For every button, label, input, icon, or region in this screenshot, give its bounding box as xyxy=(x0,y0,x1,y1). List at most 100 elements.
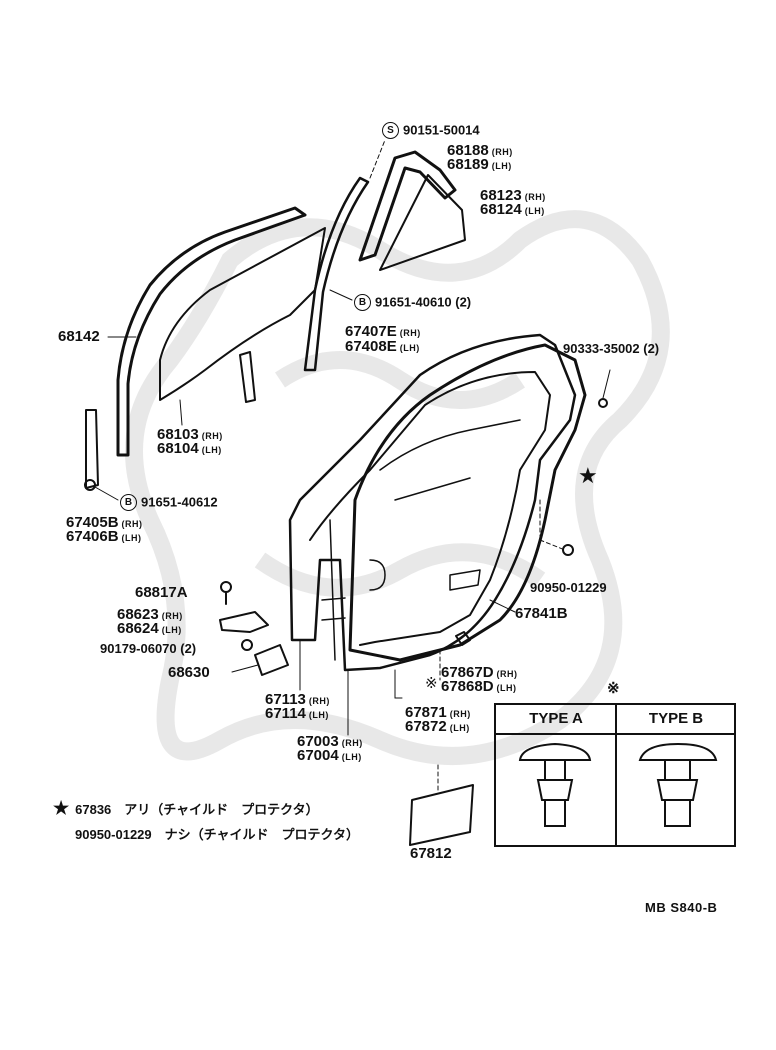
part-label-68188[interactable]: 68188(RH) xyxy=(447,143,513,160)
side-tag: (RH) xyxy=(121,519,143,529)
diagram-reference-code: MB S840-B xyxy=(645,900,718,915)
footnote-child-protector-with: ★ 67836 アリ（チャイルド プロテクタ） xyxy=(53,798,319,819)
bolt-indicator-icon: B xyxy=(120,494,137,511)
part-label-68142[interactable]: 68142 xyxy=(58,329,100,344)
bumper-stop[interactable] xyxy=(220,581,232,593)
part-number: 67113 xyxy=(265,691,306,708)
part-number: 67867D xyxy=(441,664,494,681)
part-label-90333-35002[interactable]: 90333-35002 (2) xyxy=(563,342,659,356)
part-number: 68624 xyxy=(117,620,159,637)
side-tag: (LH) xyxy=(121,533,142,543)
part-number: 68817A xyxy=(135,584,188,601)
part-label-67114[interactable]: 67114(LH) xyxy=(265,706,329,723)
part-label-67841B[interactable]: 67841B xyxy=(515,606,568,621)
star-icon: ★ xyxy=(53,798,70,818)
part-label-68624[interactable]: 68624(LH) xyxy=(117,621,182,638)
part-label-67812[interactable]: 67812 xyxy=(410,846,452,861)
part-label-67868D[interactable]: 67868D(LH) xyxy=(441,679,517,696)
part-number: 90151-50014 xyxy=(403,122,480,138)
side-tag: (RH) xyxy=(491,147,513,157)
part-label-67872[interactable]: 67872(LH) xyxy=(405,719,470,736)
part-label-68104[interactable]: 68104(LH) xyxy=(157,441,222,458)
clip-type-a-header: TYPE A xyxy=(496,705,616,735)
part-label-67408E[interactable]: 67408E(LH) xyxy=(345,339,420,356)
part-number: 67868D xyxy=(441,678,494,695)
part-number: 90950-01229 xyxy=(530,580,607,595)
quarter-run[interactable] xyxy=(358,150,457,262)
part-label-68630[interactable]: 68630 xyxy=(168,665,210,680)
door-pad[interactable] xyxy=(409,784,474,846)
door-check[interactable] xyxy=(219,611,269,633)
part-number: 67406B xyxy=(66,528,119,545)
clip-type-b-column: TYPE B xyxy=(616,705,736,845)
part-label-90179-06070[interactable]: 90179-06070 (2) xyxy=(100,642,196,656)
door-weatherstrip[interactable] xyxy=(348,343,587,662)
service-plug[interactable] xyxy=(562,544,574,556)
part-number: 68189 xyxy=(447,156,489,173)
side-tag: (RH) xyxy=(341,738,363,748)
part-number: 67003 xyxy=(297,733,339,750)
side-tag: (LH) xyxy=(449,723,470,733)
part-number: 68188 xyxy=(447,142,489,159)
side-tag: (LH) xyxy=(341,752,362,762)
quarter-glass[interactable] xyxy=(379,174,466,271)
part-label-67405B[interactable]: 67405B(RH) xyxy=(66,515,143,532)
side-tag: (LH) xyxy=(201,445,222,455)
part-label-67113[interactable]: 67113(RH) xyxy=(265,692,330,709)
clip-type-table: TYPE A TYPE B xyxy=(494,703,736,847)
part-label-90950-01229[interactable]: 90950-01229 xyxy=(530,581,607,595)
part-label-67407E[interactable]: 67407E(RH) xyxy=(345,324,421,341)
door-glass[interactable] xyxy=(159,227,326,401)
part-number: 68623 xyxy=(117,606,159,623)
part-label-68123[interactable]: 68123(RH) xyxy=(480,188,546,205)
screw-indicator-icon: S xyxy=(382,122,399,139)
side-tag: (LH) xyxy=(491,161,512,171)
center-frame[interactable] xyxy=(303,176,370,372)
footnote-child-protector-without: 90950-01229 ナシ（チャイルド プロテクタ） xyxy=(75,824,359,843)
part-number: 91651-40612 xyxy=(141,494,218,510)
part-label-67871[interactable]: 67871(RH) xyxy=(405,705,471,722)
clip-type-b-header: TYPE B xyxy=(616,705,736,735)
part-number: 68123 xyxy=(480,187,522,204)
part-number: 68104 xyxy=(157,440,199,457)
part-number: 67812 xyxy=(410,845,452,862)
part-label-67003[interactable]: 67003(RH) xyxy=(297,734,363,751)
part-number: 91651-40610 (2) xyxy=(375,294,472,310)
part-label-68124[interactable]: 68124(LH) xyxy=(480,202,545,219)
door-hinge[interactable] xyxy=(254,644,289,676)
part-number: 67872 xyxy=(405,718,447,735)
part-number: 68103 xyxy=(157,426,199,443)
side-tag: (RH) xyxy=(524,192,546,202)
side-tag: (LH) xyxy=(524,206,545,216)
door-panel[interactable] xyxy=(288,333,577,672)
footnote-text: 90950-01229 ナシ（チャイルド プロテクタ） xyxy=(75,827,359,842)
side-tag: (RH) xyxy=(161,611,183,621)
clip-type-b-drawing xyxy=(638,742,718,827)
side-tag: (LH) xyxy=(308,710,329,720)
part-label-68103[interactable]: 68103(RH) xyxy=(157,427,223,444)
glass-run-channel[interactable] xyxy=(116,206,307,457)
side-tag: (LH) xyxy=(161,625,182,635)
side-tag: (RH) xyxy=(496,669,518,679)
part-label-68817A[interactable]: 68817A xyxy=(135,585,188,600)
clip-marker: ※ xyxy=(425,674,438,692)
part-number: 68124 xyxy=(480,201,522,218)
bolt-indicator-icon: B xyxy=(354,294,371,311)
part-label-67004[interactable]: 67004(LH) xyxy=(297,748,362,765)
part-label-68623[interactable]: 68623(RH) xyxy=(117,607,183,624)
part-label-67867D[interactable]: 67867D(RH) xyxy=(441,665,518,682)
part-number: 68142 xyxy=(58,328,100,345)
front-lower-channel[interactable] xyxy=(85,409,99,489)
side-tag: (RH) xyxy=(449,709,471,719)
part-label-67406B[interactable]: 67406B(LH) xyxy=(66,529,142,546)
part-label-68189[interactable]: 68189(LH) xyxy=(447,157,512,174)
side-tag: (LH) xyxy=(496,683,517,693)
star-marker: ★ xyxy=(578,464,598,489)
clip-table-marker: ※ xyxy=(607,680,620,697)
footnote-text: 67836 アリ（チャイルド プロテクタ） xyxy=(75,802,319,817)
